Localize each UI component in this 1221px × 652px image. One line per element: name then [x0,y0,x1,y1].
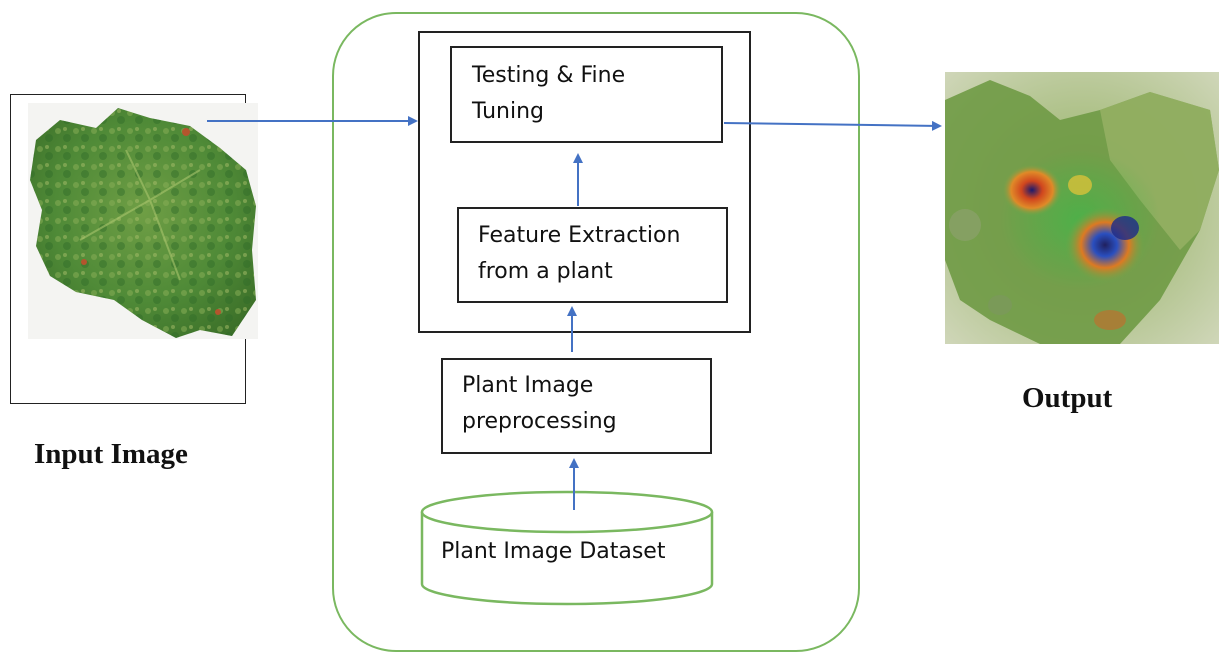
preprocessing-box [441,358,712,454]
feature-extraction-box [457,207,728,303]
feature-extraction-label: Feature Extraction from a plant [478,223,681,284]
testing-fine-tuning-label: Testing & Fine Tuning [472,63,626,124]
input-image-caption: Input Image [34,438,188,470]
input-image-frame [10,94,246,404]
preprocessing-label: Plant Image preprocessing [462,373,617,434]
processing-frame [418,31,751,333]
testing-fine-tuning-box [450,46,723,143]
output-caption: Output [1022,382,1113,414]
dataset-label: Plant Image Dataset [441,539,666,564]
